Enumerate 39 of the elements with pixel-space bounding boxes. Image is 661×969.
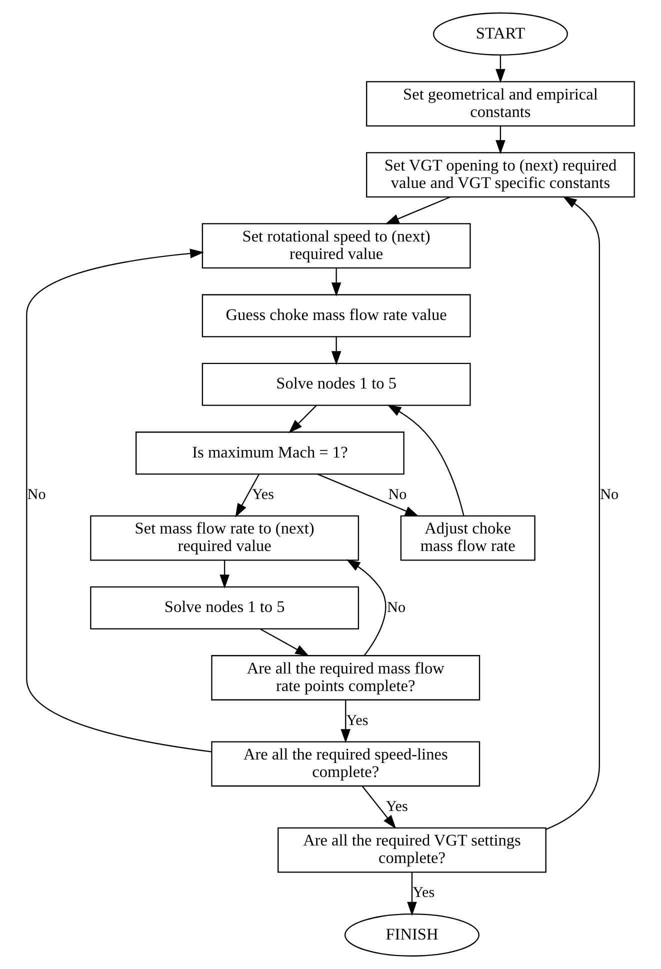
arrow [407, 872, 417, 916]
arrow [496, 126, 506, 154]
node-box: Guess choke mass flow rate value [202, 294, 471, 338]
node-box: Adjust choke mass flow rate [400, 515, 536, 561]
edge-label: Yes [386, 798, 408, 815]
arrow [260, 628, 310, 656]
arrow [317, 474, 420, 516]
node-box: Solve nodes 1 to 5 [202, 362, 471, 406]
arrow [346, 559, 386, 656]
node-box: Set geometrical and empirical constants [366, 81, 635, 127]
edge-label: No [387, 600, 406, 616]
edge-label: Yes [346, 712, 368, 729]
arrow [387, 404, 464, 516]
node-box: Solve nodes 1 to 5 [90, 586, 360, 630]
arrow [26, 248, 212, 752]
node-box: Are all the required mass flow rate points complete? [211, 655, 480, 700]
node-ellipse: FINISH [344, 913, 480, 957]
arrow [340, 700, 351, 744]
edge-label: Yes [252, 486, 274, 503]
arrow [496, 55, 506, 84]
node-box: Set rotational speed to (next) required value [202, 223, 471, 269]
arrow [546, 196, 600, 830]
node-box: Is maximum Mach = 1? [136, 432, 404, 475]
node-box: Are all the required VGT settings complete? [278, 827, 546, 873]
arrow [331, 268, 342, 296]
edge-label: Yes [412, 885, 435, 902]
arrow [220, 560, 230, 589]
arrow [331, 336, 342, 366]
node-box: Set mass flow rate to (next) required value [90, 515, 360, 561]
edge-label: No [388, 486, 407, 503]
arrow [288, 405, 317, 434]
node-ellipse: START [432, 12, 568, 56]
arrow [235, 474, 260, 518]
arrow [385, 196, 451, 224]
edge-label: No [600, 486, 619, 503]
arrow [362, 786, 396, 829]
node-box: Set VGT opening to (next) required value and VGT specific constants [366, 152, 635, 198]
edge-label: No [27, 486, 46, 503]
node-box: Are all the required speed-lines complete? [211, 741, 480, 787]
